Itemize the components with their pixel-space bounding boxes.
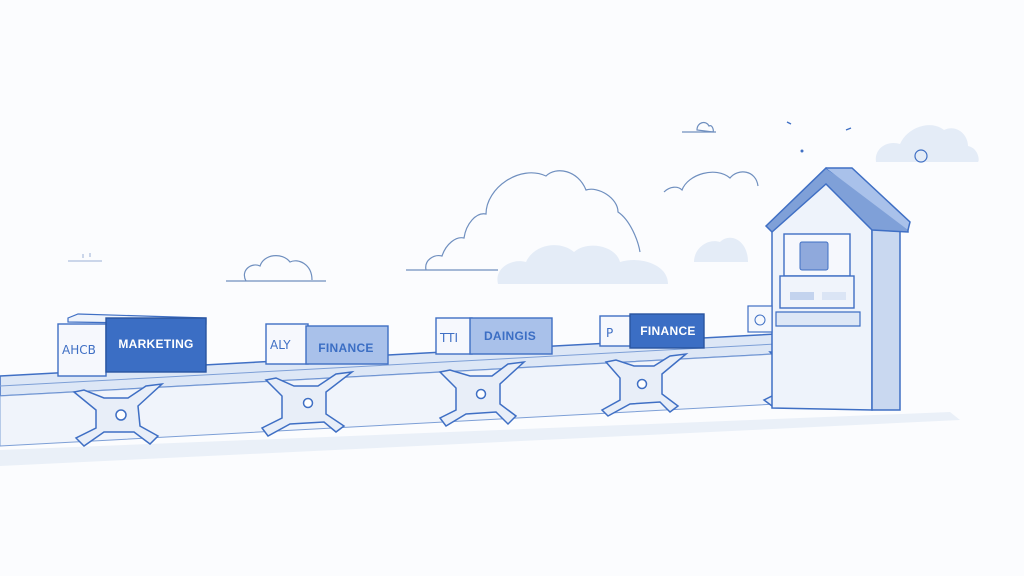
cloud-icon — [875, 125, 979, 163]
box-front-label: DAINGIS — [484, 329, 536, 343]
box-marketing: AHCB MARKETING — [57, 313, 207, 377]
cloud-icon — [663, 171, 759, 262]
box-daingis: TTI DAINGIS — [435, 317, 553, 355]
box-front-label: FINANCE — [640, 324, 695, 338]
box-side-label: P — [606, 326, 613, 340]
small-sign-icon — [68, 253, 102, 262]
cloud-icon — [406, 170, 668, 284]
conveyor-support — [72, 382, 165, 447]
booth-sign-icon — [747, 305, 773, 333]
ground-shadow — [0, 412, 960, 466]
box-side-label: TTI — [439, 331, 458, 345]
conveyor-support — [438, 360, 527, 427]
conveyor-support — [260, 370, 355, 437]
small-sign-icon — [682, 121, 716, 133]
box-side-label: ALY — [270, 338, 291, 352]
bird-icon — [786, 121, 852, 153]
booth-house — [764, 167, 911, 411]
conveyor-support — [600, 352, 689, 417]
box-front-label: FINANCE — [318, 341, 373, 355]
box-front-label: MARKETING — [118, 337, 193, 351]
box-finance-2: P FINANCE — [599, 313, 705, 349]
box-finance-1: ALY FINANCE — [265, 323, 389, 365]
cloud-icon — [226, 255, 326, 282]
box-side-label: AHCB — [62, 343, 96, 357]
